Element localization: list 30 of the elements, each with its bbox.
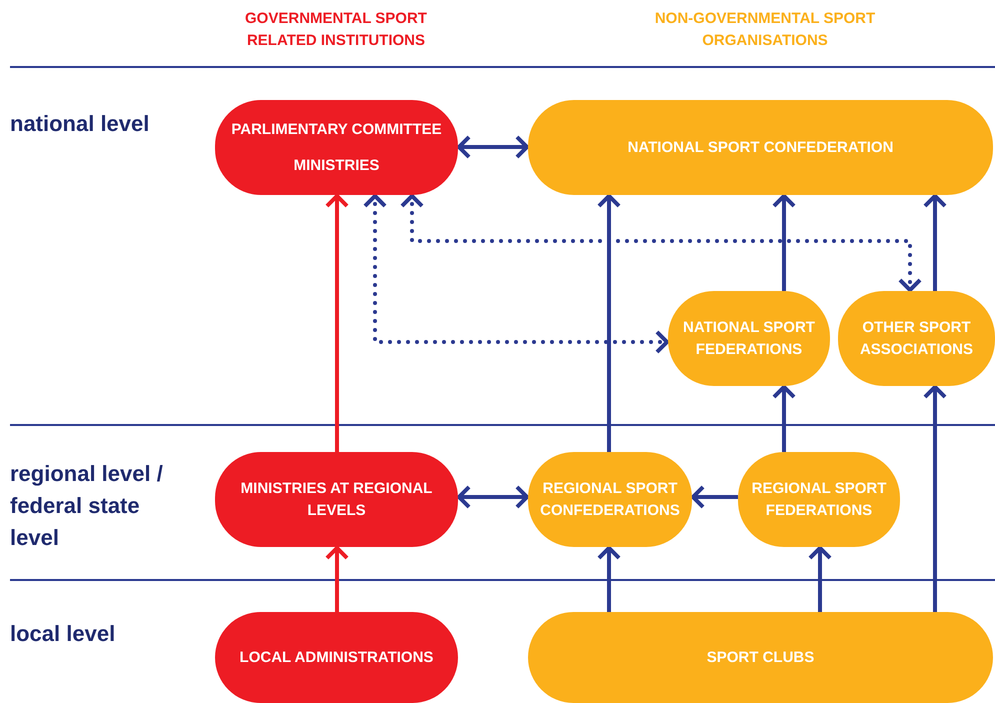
box-label: REGIONAL SPORT FEDERATIONS xyxy=(750,478,888,520)
arrow xyxy=(772,385,796,452)
box-label: OTHER SPORT ASSOCIATIONS xyxy=(858,318,974,360)
arrow xyxy=(923,385,947,612)
level-label: national level xyxy=(10,110,150,138)
dotted-arrow xyxy=(400,193,922,293)
box-label: PARLIMENTARY COMMITTEE xyxy=(231,120,442,140)
box-label: SPORT CLUBS xyxy=(706,648,814,668)
organisation-box xyxy=(838,291,995,386)
box-label: NATIONAL SPORT FEDERATIONS xyxy=(682,318,816,360)
dotted-arrow xyxy=(363,193,670,354)
arrow xyxy=(691,485,738,509)
arrow xyxy=(325,194,349,452)
column-heading: NON-GOVERNMENTAL SPORT ORGANISATIONS xyxy=(654,9,876,51)
arrow xyxy=(457,135,529,159)
level-label: local level xyxy=(10,620,116,648)
box-label: LOCAL ADMINISTRATIONS xyxy=(240,648,434,668)
arrow xyxy=(923,194,947,291)
arrow xyxy=(772,194,796,291)
column-heading: GOVERNMENTAL SPORT RELATED INSTITUTIONS xyxy=(244,9,428,51)
arrow xyxy=(808,546,832,612)
arrow xyxy=(457,485,529,509)
box-label: MINISTRIES xyxy=(294,156,380,176)
box-label: NATIONAL SPORT CONFEDERATION xyxy=(628,138,894,158)
box-label: MINISTRIES AT REGIONAL LEVELS xyxy=(240,478,434,520)
level-label: regional level / federal state level xyxy=(10,460,164,552)
box-label: REGIONAL SPORT CONFEDERATIONS xyxy=(539,478,681,520)
arrow xyxy=(597,546,621,612)
arrow xyxy=(597,194,621,452)
arrow xyxy=(325,546,349,612)
